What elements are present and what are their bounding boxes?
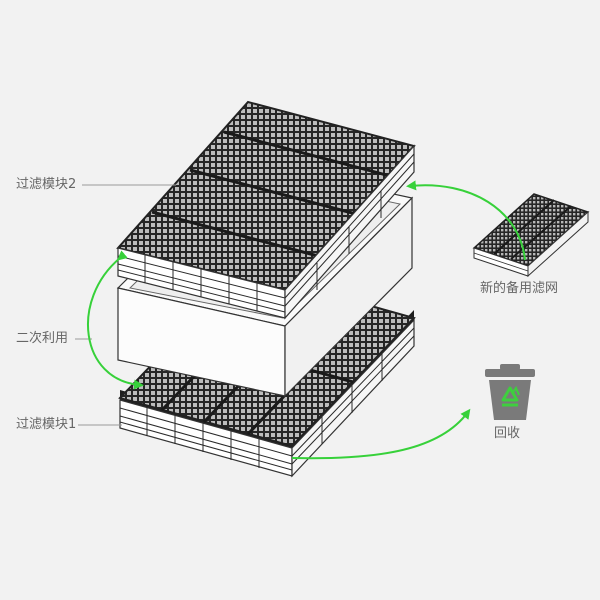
recycle-arrow [291,408,471,460]
flow-arrows [87,180,526,460]
label-filter-module-1: 过滤模块1 [16,417,77,432]
label-recycle: 回收 [494,426,521,441]
label-reuse: 二次利用 [16,331,69,346]
label-spare-filter: 新的备用滤网 [480,281,559,296]
recycle-bin-icon [485,364,535,420]
filter-module-2 [116,100,416,320]
label-filter-module-2: 过滤模块2 [16,177,77,192]
recycle-symbol-icon [501,385,520,407]
reuse-arrow [87,250,144,390]
spare-filter [472,193,590,278]
replace-arrow [406,180,526,261]
